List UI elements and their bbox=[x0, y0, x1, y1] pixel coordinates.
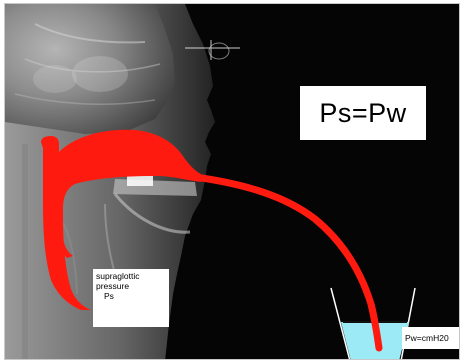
water-pressure-text: Pw=cmH20 bbox=[405, 333, 449, 343]
figure: Ps=Pw supraglottic pressure Ps Pw=cmH20 bbox=[4, 3, 460, 360]
supraglottic-line-3: Ps bbox=[96, 291, 166, 301]
supraglottic-line-2: pressure bbox=[96, 281, 166, 291]
water-pressure-label: Pw=cmH20 bbox=[402, 327, 460, 349]
diagram-canvas bbox=[5, 4, 460, 360]
supraglottic-pressure-label: supraglottic pressure Ps bbox=[93, 269, 169, 327]
equation-box: Ps=Pw bbox=[300, 86, 426, 140]
supraglottic-line-1: supraglottic bbox=[96, 271, 166, 281]
equation-text: Ps=Pw bbox=[319, 98, 406, 129]
